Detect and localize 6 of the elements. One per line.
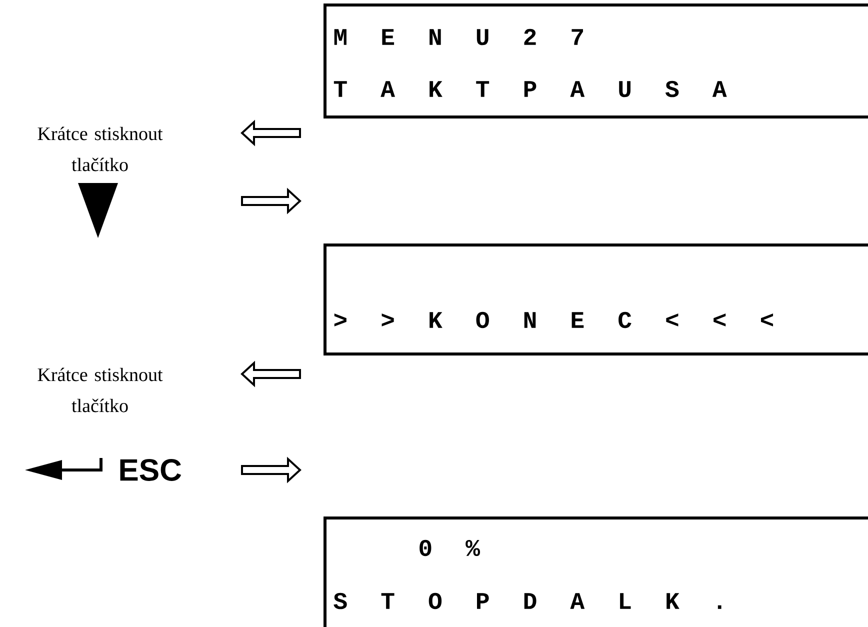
- instruction-text: Krátce stisknout tlačítko: [38, 126, 163, 172]
- display-screen: > > K O N E C < < <: [324, 244, 868, 356]
- display-screen: M E N U 2 7 T A K T P A U S A: [324, 4, 868, 118]
- display-screen: 0 % S T O P D A L K .: [324, 516, 868, 627]
- key-label: ESC: [120, 459, 182, 481]
- instruction-text: Krátce stisknout tlačítko: [38, 368, 163, 412]
